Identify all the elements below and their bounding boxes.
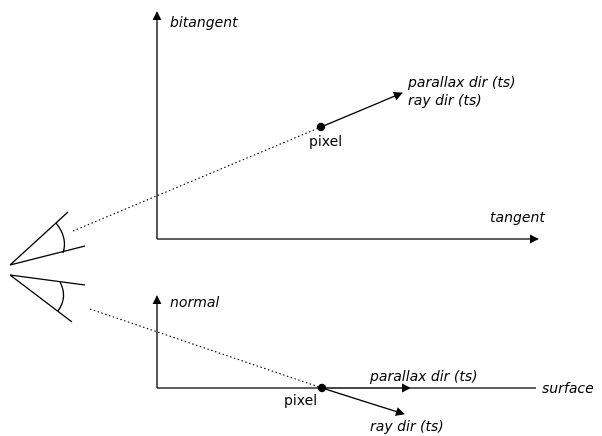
pixel-label: pixel [309, 134, 342, 150]
normal-label: normal [170, 295, 219, 311]
ray-dir-vector [321, 387, 405, 416]
parallax-dir-label: parallax dir (ts) [369, 369, 478, 385]
tangent-label: tangent [490, 210, 545, 226]
parallax-dir-label: parallax dir (ts) [407, 75, 516, 91]
top-panel: bitangent tangent pixel parallax dir (ts… [72, 11, 545, 244]
view-ray-dotted [72, 126, 322, 232]
ray-dir-vector [320, 91, 403, 128]
surface-label: surface [542, 381, 594, 397]
pixel-label: pixel [284, 393, 317, 409]
ray-dir-label: ray dir (ts) [370, 419, 444, 435]
pixel-point [317, 383, 327, 393]
eye-top-icon [9, 211, 86, 266]
pixel-point [316, 122, 326, 132]
bitangent-label: bitangent [170, 15, 238, 31]
bottom-panel: normal surface pixel parallax dir (ts) r… [89, 295, 594, 435]
view-ray-dotted [89, 308, 323, 389]
eye-bottom-icon [9, 274, 86, 323]
ray-dir-label: ray dir (ts) [408, 93, 482, 109]
